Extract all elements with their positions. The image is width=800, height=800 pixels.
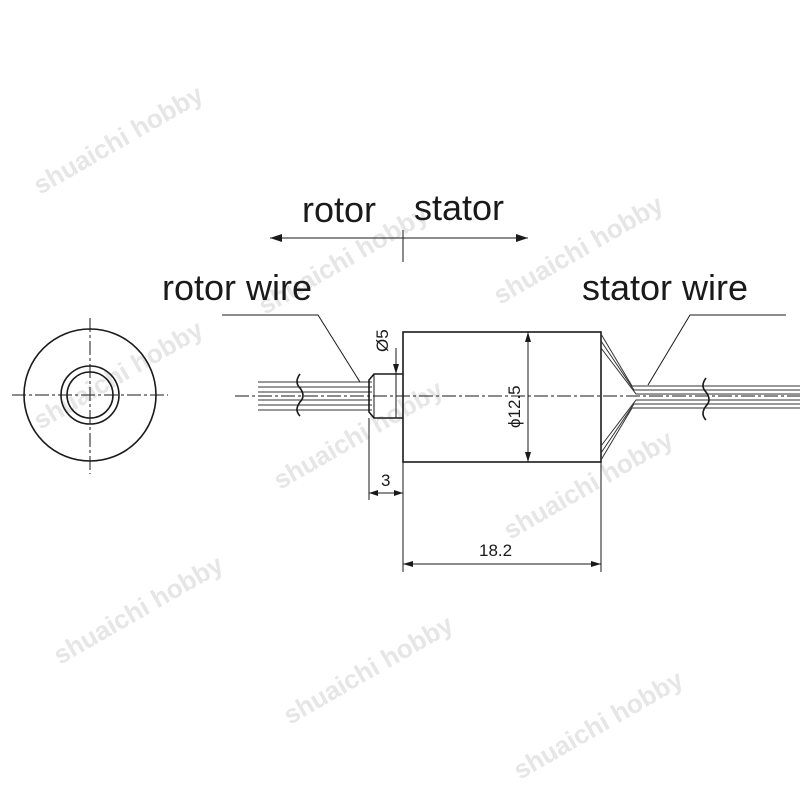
stator-wire-break-mark [702,377,710,421]
body-length-dimension: 18.2 [402,462,602,572]
rotor-label: rotor [302,189,376,230]
watermark-6: shuaichi hobby [498,424,679,546]
shaft-length-dimension: 3 [368,418,404,500]
rotor-wire-break-mark [296,373,304,417]
stator-body [402,331,602,463]
end-view [12,318,168,474]
rotor-wire-leader [222,314,361,383]
body-length-label: 18.2 [479,541,512,560]
watermark-9: shuaichi hobby [508,664,689,786]
watermark-8: shuaichi hobby [278,609,459,731]
shaft-diameter-label: Ø5 [373,329,392,352]
watermark-layer: shuaichi hobby shuaichi hobby shuaichi h… [28,79,689,786]
body-diameter-arrow-top [525,332,531,342]
watermark-1: shuaichi hobby [28,79,209,201]
stator-arrow [516,234,528,242]
body-diameter-arrow-bottom [525,452,531,462]
body-length-arrow-right [591,561,601,567]
rotor-shaft [368,373,403,419]
stator-wire-5 [600,403,800,454]
shaft-diameter-dimension: Ø5 [373,329,399,418]
body-diameter-label: ϕ12.5 [505,385,524,428]
stator-wires [600,333,800,461]
rotor-arrow [270,234,282,242]
watermark-4: shuaichi hobby [28,314,209,436]
shaft-diameter-arrow [393,364,399,374]
watermark-7: shuaichi hobby [48,549,229,671]
stator-wire-4 [600,399,800,447]
rotor-shaft-outline [368,373,403,419]
rotor-wires [258,373,372,417]
stator-wire-1 [600,333,800,387]
rotor-wire-label: rotor wire [162,267,312,308]
body-diameter-dimension: ϕ12.5 [505,332,531,462]
stator-wire-leader [647,314,786,386]
stator-wire-2 [600,340,800,391]
stator-wire-3 [600,347,800,395]
body-length-arrow-left [403,561,413,567]
shaft-length-label: 3 [381,471,390,490]
stator-wire-label: stator wire [582,267,748,308]
rotor-stator-header: rotor stator [270,187,528,262]
stator-wire-callout: stator wire [582,267,786,386]
shaft-length-arrow-right [394,490,403,496]
shaft-length-arrow-left [369,490,378,496]
stator-label: stator [414,187,504,228]
rotor-wire-callout: rotor wire [162,267,361,383]
stator-wire-6 [600,407,800,461]
